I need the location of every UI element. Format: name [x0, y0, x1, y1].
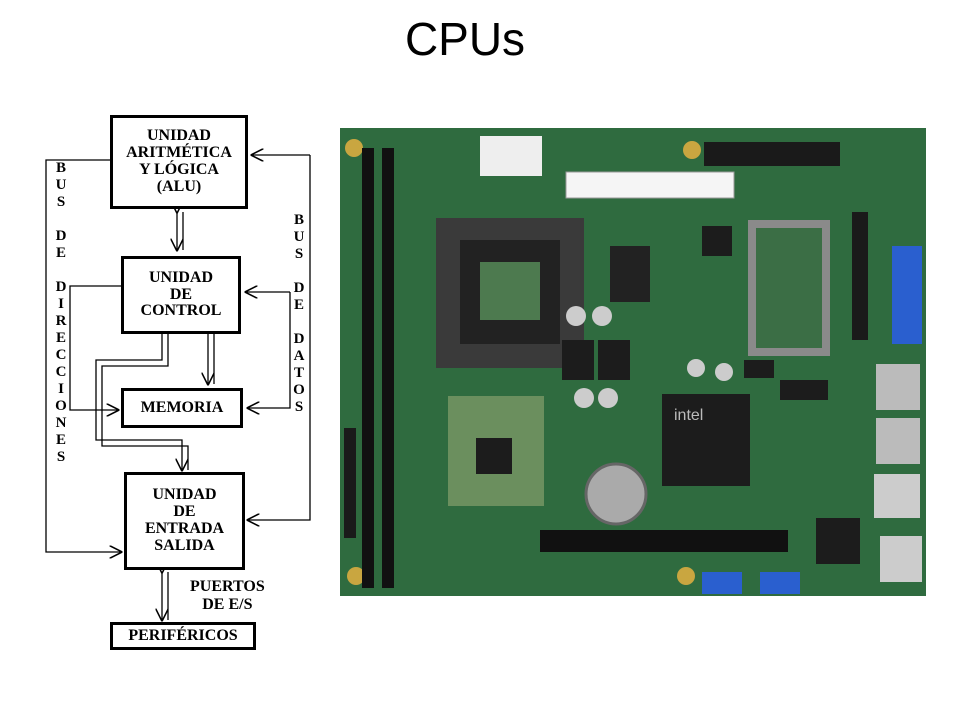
usb-port [874, 474, 920, 518]
ethernet-jack-1 [876, 364, 920, 410]
intel-chip [662, 394, 750, 486]
bus-datos-letter: O [293, 382, 305, 398]
puertos-label: PUERTOS DE E/S [190, 578, 265, 614]
page-title: CPUs [404, 13, 526, 65]
mount-hole [677, 567, 695, 585]
audio-jack [880, 536, 922, 582]
perifericos-label: PERIFÉRICOS [128, 626, 238, 644]
sata-port-1 [702, 572, 742, 594]
mount-hole [345, 139, 363, 157]
vga-connector [892, 246, 922, 344]
puertos-line-1: PUERTOS [190, 578, 265, 595]
es-line-1: UNIDAD [152, 486, 217, 504]
bus-direcciones-letter: O [55, 398, 67, 414]
control-line-2: DE [169, 285, 193, 303]
bus-datos-letter: S [294, 399, 304, 415]
intel-chip-logo: intel [674, 407, 703, 424]
bus-direcciones-letter: U [55, 177, 67, 193]
perifericos-box: PERIFÉRICOS [110, 622, 256, 650]
memoria-box: MEMORIA [121, 388, 243, 428]
bus-datos-letter: A [293, 348, 305, 364]
memoria-label: MEMORIA [140, 398, 224, 416]
motherboard-image: intel [340, 128, 926, 596]
es-line-4: SALIDA [154, 536, 215, 554]
capacitor [687, 359, 705, 377]
power-connector [480, 136, 542, 176]
bus-datos-letter: D [293, 331, 305, 347]
bus-direcciones-letter: E [55, 330, 66, 346]
bus-direcciones-letter: I [58, 296, 64, 312]
bus-direcciones-letter: N [55, 415, 67, 431]
capacitor [574, 388, 594, 408]
northbridge-die [476, 438, 512, 474]
alu-line-4: (ALU) [156, 177, 202, 195]
header-right [852, 212, 868, 340]
cf-card-slot-inner [756, 228, 822, 348]
alu-line-1: UNIDAD [146, 127, 211, 145]
ram-slot-1 [362, 148, 374, 588]
bus-direcciones-letter [54, 262, 68, 279]
genex-chip [562, 340, 594, 380]
ide-connector [704, 142, 840, 166]
bus-direcciones-letter: E [55, 432, 66, 448]
chip-small [702, 226, 732, 256]
genex-chip [598, 340, 630, 380]
control-box: UNIDAD DE CONTROL [121, 256, 241, 334]
mount-hole [347, 567, 365, 585]
es-line-3: ENTRADA [144, 520, 225, 537]
bus-direcciones-letter: E [55, 245, 66, 261]
capacitor [598, 388, 618, 408]
bus-datos-letter [292, 314, 306, 331]
bus-direcciones-letter: S [56, 449, 66, 465]
alu-box: UNIDAD ARITMÉTICA Y LÓGICA (ALU) [110, 115, 248, 209]
capacitor [592, 306, 612, 326]
control-line-1: UNIDAD [149, 268, 213, 286]
header-left [344, 428, 356, 538]
alu-line-2: ARITMÉTICA [126, 144, 232, 162]
bus-direcciones-letter: C [55, 364, 67, 380]
chip-small [744, 360, 774, 378]
ethernet-jack-2 [876, 418, 920, 464]
chip-small [816, 518, 860, 564]
bus-datos-letter: T [293, 365, 304, 381]
cmos-battery [584, 462, 648, 526]
bus-direcciones-letter: D [55, 279, 67, 295]
bus-datos-letter: E [293, 297, 304, 313]
alu-line-3: Y LÓGICA [139, 161, 219, 178]
bus-direcciones-letter: D [55, 228, 67, 244]
bus-direcciones-letter: S [56, 194, 66, 210]
puertos-line-2: DE E/S [202, 596, 253, 613]
bus-datos-letter: S [294, 246, 304, 262]
pci-slot [565, 171, 735, 199]
control-line-3: CONTROL [140, 302, 222, 320]
bus-direcciones-letter: B [55, 160, 66, 176]
bus-direcciones-letter: R [55, 313, 67, 329]
bus-datos-letter: U [293, 229, 305, 245]
bus-datos-letter [292, 263, 306, 280]
capacitor [715, 363, 733, 381]
pcie-slot [540, 530, 788, 552]
bus-datos-letter: B [293, 212, 304, 228]
bus-direcciones-letter [54, 211, 68, 228]
cpu-socket-center [480, 262, 540, 320]
es-box: UNIDAD DE ENTRADA SALIDA [124, 472, 245, 570]
es-line-2: DE [173, 503, 196, 521]
capacitor [566, 306, 586, 326]
mount-hole [683, 141, 701, 159]
sata-port-2 [760, 572, 800, 594]
bus-direcciones-letter: I [58, 381, 64, 397]
ram-slot-2 [382, 148, 394, 588]
chip-small [780, 380, 828, 400]
bus-datos-letter: D [293, 280, 305, 296]
heatsink [610, 246, 650, 302]
bus-direcciones-letter: C [55, 347, 67, 363]
